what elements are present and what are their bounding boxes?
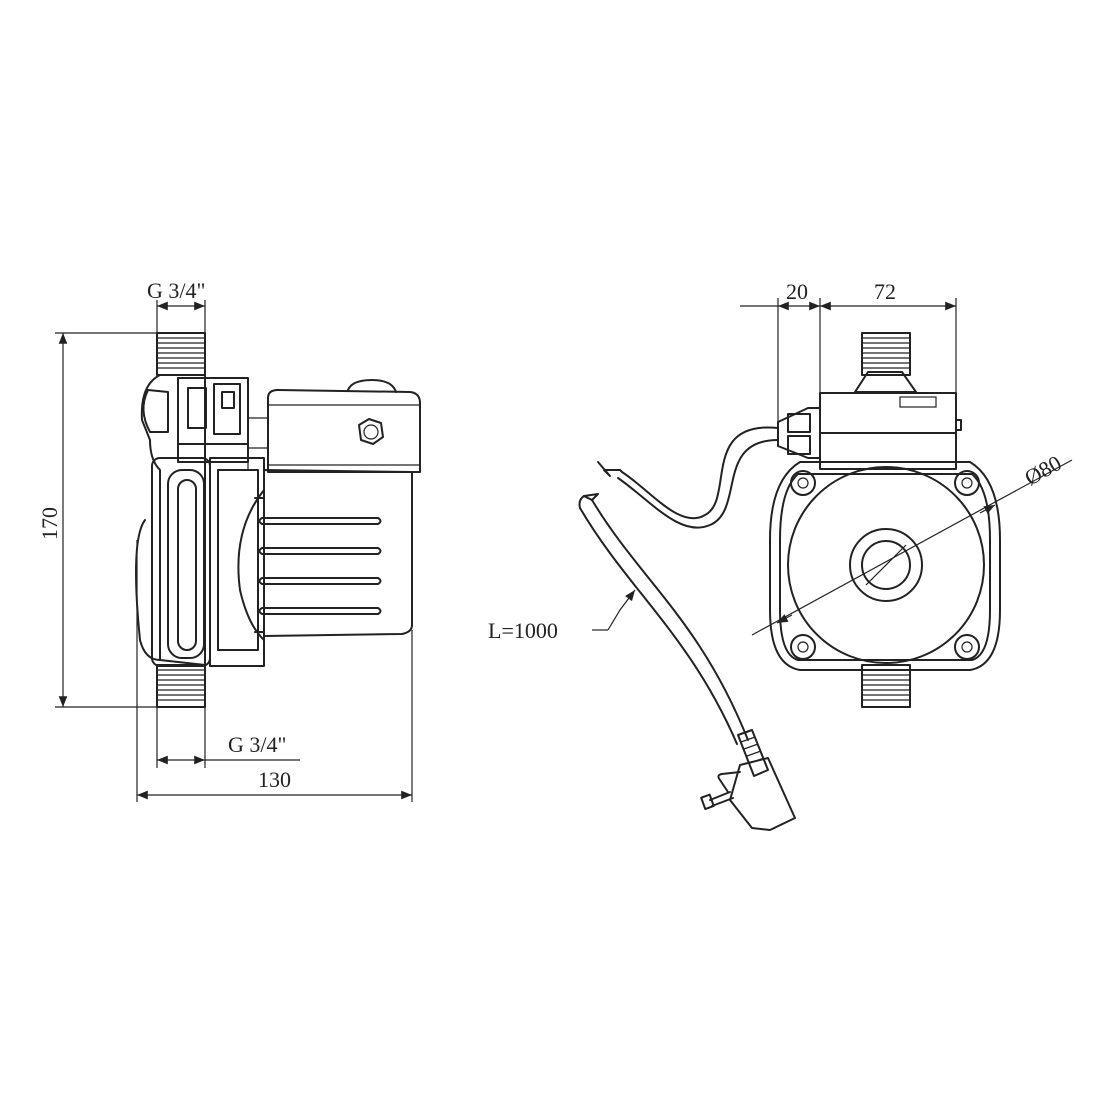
side-view: G 3/4" 170 G 3/4" 130 <box>37 278 421 802</box>
top-inlet-thread <box>156 332 206 376</box>
flange-plate <box>209 457 265 667</box>
front-top-thread <box>861 332 911 376</box>
cable-gland <box>777 407 821 459</box>
dim-top-thread: G 3/4" <box>147 278 206 333</box>
bottom-outlet-thread <box>156 664 206 708</box>
bolt-hole-tl <box>790 470 816 496</box>
motor-body <box>237 469 413 641</box>
terminal-block <box>177 377 249 463</box>
cooling-fins <box>258 517 382 615</box>
front-control-box <box>819 392 962 470</box>
height-label: 170 <box>37 507 62 540</box>
dim-height: 170 <box>37 332 157 708</box>
bolt-hole-tr <box>954 470 980 496</box>
top-thread-label: G 3/4" <box>147 278 205 303</box>
bolt-icon <box>358 418 384 445</box>
cable-length-label: L=1000 <box>488 618 558 643</box>
dim-length: 130 <box>136 540 413 802</box>
power-cable <box>578 426 779 745</box>
length-label: 130 <box>258 767 291 792</box>
power-plug-icon <box>700 729 796 831</box>
front-view: Ø80 20 72 L=1000 <box>488 279 1073 831</box>
motor-face <box>787 466 985 664</box>
bottom-thread-label: G 3/4" <box>228 732 286 757</box>
dim-cable-length: L=1000 <box>488 589 636 643</box>
dim-top-widths: 20 72 <box>740 279 957 422</box>
offset-label: 20 <box>786 279 808 304</box>
bolt-hole-bl <box>790 634 816 660</box>
dim-bottom-thread: G 3/4" <box>156 707 300 768</box>
pump-housing <box>135 374 211 667</box>
dim-diameter: Ø80 <box>751 450 1073 636</box>
bolt-hole-br <box>954 634 980 660</box>
front-bottom-thread <box>861 664 911 708</box>
width-label: 72 <box>874 279 896 304</box>
control-box <box>247 379 421 473</box>
